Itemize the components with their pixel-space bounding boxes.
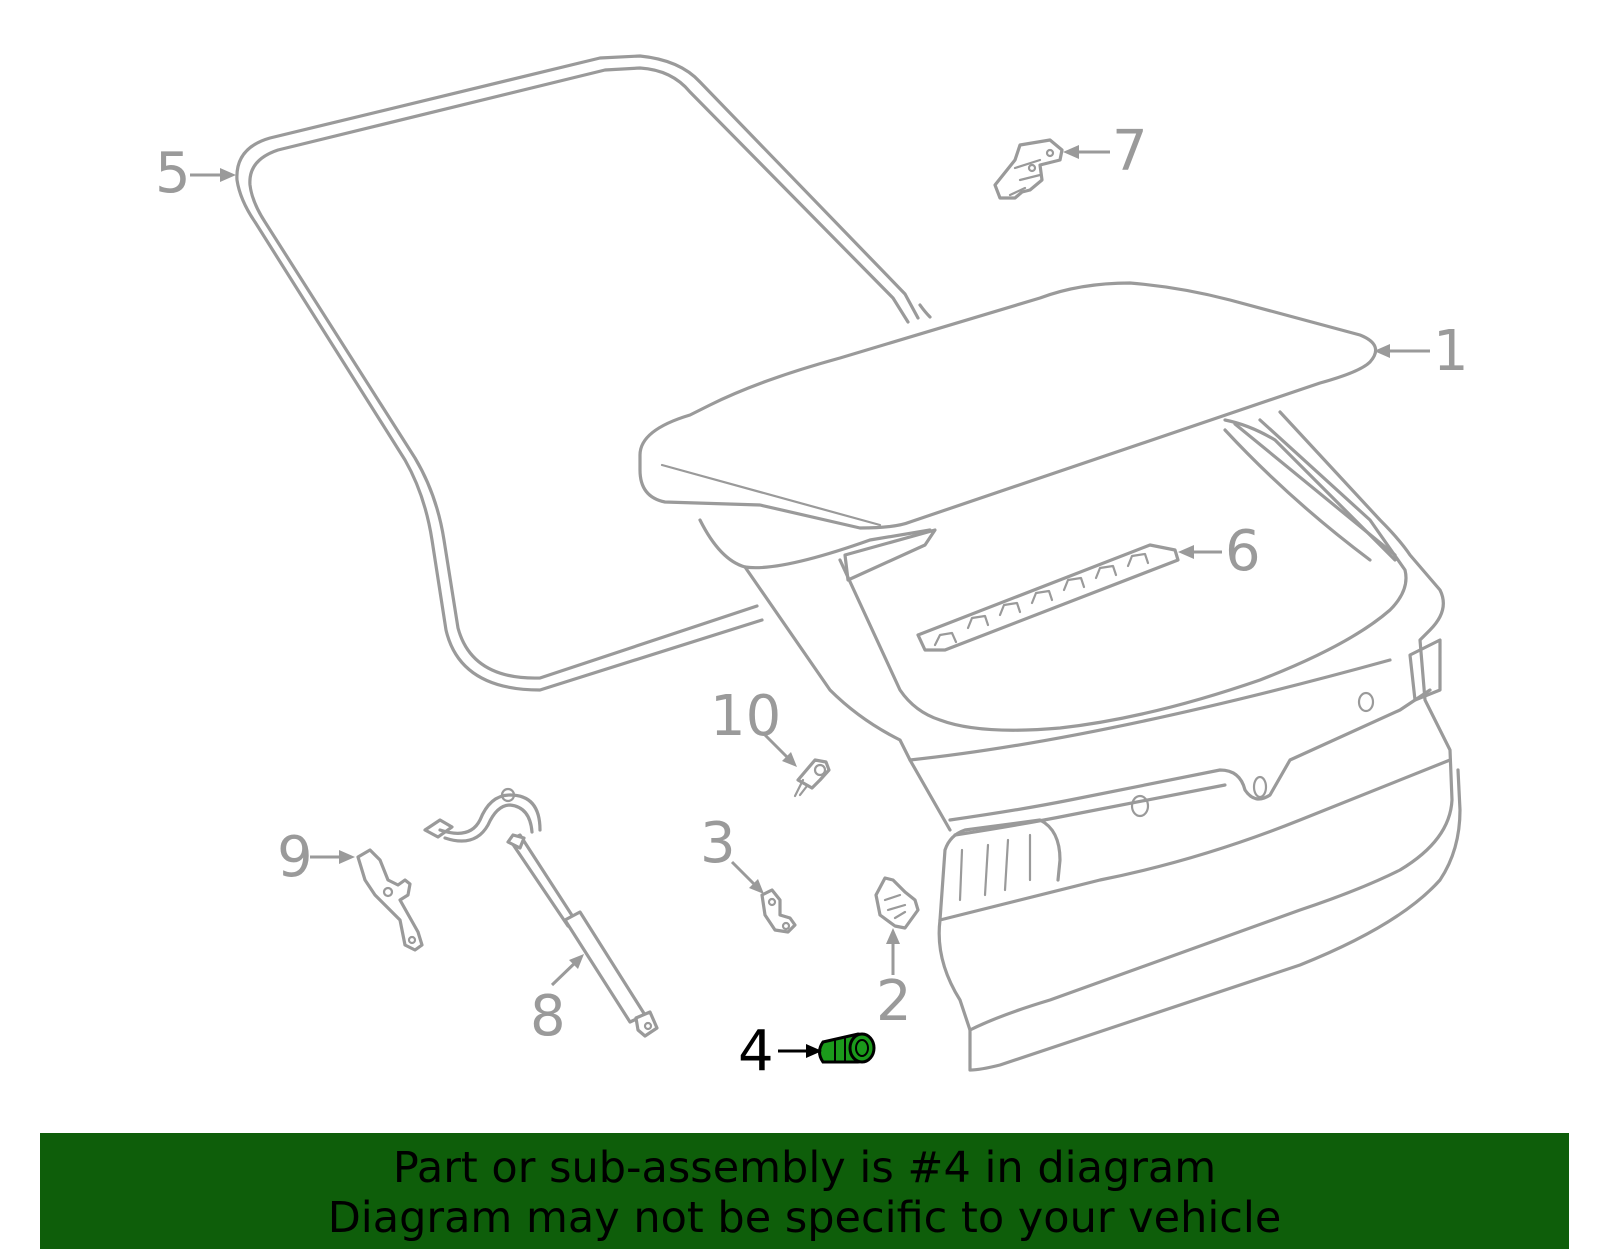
callout-label-8: 8 bbox=[530, 984, 566, 1049]
hinge[interactable] bbox=[993, 138, 1064, 200]
bracket-center[interactable] bbox=[760, 888, 797, 934]
callout-label-10: 10 bbox=[710, 684, 781, 749]
switch[interactable] bbox=[793, 758, 831, 798]
callout-label-4: 4 bbox=[738, 1019, 774, 1084]
callout-label-5: 5 bbox=[155, 141, 191, 206]
callout-label-3: 3 bbox=[700, 811, 736, 876]
callout-label-2: 2 bbox=[876, 969, 912, 1034]
banner-line-2: Diagram may not be specific to your vehi… bbox=[327, 1193, 1282, 1243]
callout-label-6: 6 bbox=[1225, 519, 1261, 584]
callout-label-1: 1 bbox=[1433, 319, 1469, 384]
molding-strip[interactable] bbox=[916, 543, 1180, 652]
weatherstrip-seal[interactable] bbox=[235, 54, 932, 692]
bumper-highlighted[interactable] bbox=[818, 1032, 876, 1064]
info-banner: Part or sub-assembly is #4 in diagram Di… bbox=[40, 1133, 1569, 1249]
liftgate-panel[interactable] bbox=[638, 281, 1462, 1072]
callout-6: 6 bbox=[1178, 519, 1261, 584]
callout-5: 5 bbox=[155, 141, 236, 206]
callout-7: 7 bbox=[1063, 119, 1148, 184]
latch[interactable] bbox=[874, 876, 920, 930]
bracket-left[interactable] bbox=[356, 848, 424, 952]
banner-line-1: Part or sub-assembly is #4 in diagram bbox=[392, 1143, 1217, 1193]
callout-9: 9 bbox=[277, 825, 355, 890]
parts-diagram: 1 2 3 4 5 6 7 8 9 bbox=[155, 54, 1469, 1084]
callout-2: 2 bbox=[876, 928, 912, 1034]
callout-8: 8 bbox=[530, 954, 584, 1049]
callout-3: 3 bbox=[700, 811, 764, 894]
callout-label-9: 9 bbox=[277, 825, 313, 890]
callout-label-7: 7 bbox=[1112, 119, 1148, 184]
callout-10: 10 bbox=[710, 684, 797, 767]
lift-support-strut[interactable] bbox=[423, 787, 659, 1038]
callout-1: 1 bbox=[1374, 319, 1469, 384]
callout-4: 4 bbox=[738, 1019, 822, 1084]
